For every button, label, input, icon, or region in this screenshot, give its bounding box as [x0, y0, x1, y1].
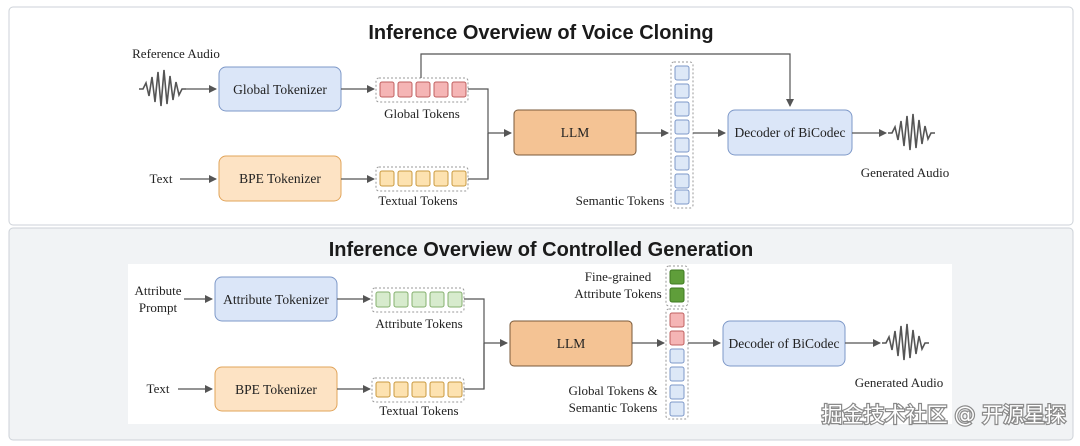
textual-token-row — [379, 170, 467, 187]
text-input-label: Text — [150, 171, 173, 186]
global-semantic-label-line2: Semantic Tokens — [569, 400, 658, 415]
global-tokens-label: Global Tokens — [384, 106, 460, 121]
fine-grained-tokens-group — [665, 265, 689, 307]
top-title: Inference Overview of Voice Cloning — [368, 22, 713, 44]
bottom-bpe-tokenizer-label: BPE Tokenizer — [235, 382, 317, 397]
bottom-generated-audio-label: Generated Audio — [855, 375, 943, 390]
generated-audio-label: Generated Audio — [861, 165, 949, 180]
decoder-label: Decoder of BiCodec — [735, 125, 846, 140]
bottom-textual-tokens-group — [371, 377, 465, 403]
bottom-decoder-label: Decoder of BiCodec — [729, 336, 840, 351]
global-semantic-tokens-group — [665, 308, 689, 420]
llm-label: LLM — [561, 125, 590, 140]
global-token-row — [379, 81, 467, 98]
attribute-token-row — [375, 291, 463, 308]
semantic-tokens-group — [670, 61, 694, 209]
generated-audio-waveform-icon — [888, 113, 935, 151]
bottom-llm-label: LLM — [557, 336, 586, 351]
attribute-prompt-label-line2: Prompt — [139, 300, 178, 315]
bottom-title: Inference Overview of Controlled Generat… — [329, 239, 754, 261]
reference-audio-waveform-icon — [139, 69, 186, 107]
attribute-tokens-label: Attribute Tokens — [375, 316, 462, 331]
reference-audio-label: Reference Audio — [132, 46, 220, 61]
attribute-tokenizer-label: Attribute Tokenizer — [223, 292, 329, 307]
bottom-text-input-label: Text — [147, 381, 170, 396]
bpe-tokenizer-label: BPE Tokenizer — [239, 171, 321, 186]
bottom-textual-tokens-label: Textual Tokens — [379, 403, 458, 418]
attribute-prompt-label-line1: Attribute — [135, 283, 182, 298]
fine-grained-label-line2: Attribute Tokens — [574, 286, 661, 301]
watermark-text: 掘金技术社区 @ 开源星探 — [822, 403, 1066, 427]
bottom-textual-token-row — [375, 381, 463, 398]
global-tokens-group — [375, 77, 469, 103]
bottom-generated-audio-waveform-icon — [882, 323, 929, 361]
global-semantic-token-column — [669, 312, 685, 417]
textual-tokens-group — [375, 166, 469, 192]
global-semantic-label-line1: Global Tokens & — [568, 383, 657, 398]
fine-grained-label-line1: Fine-grained — [585, 269, 652, 284]
semantic-token-column — [674, 65, 690, 205]
attribute-tokens-group — [371, 287, 465, 313]
textual-tokens-label: Textual Tokens — [378, 193, 457, 208]
global-tokenizer-label: Global Tokenizer — [233, 82, 327, 97]
fine-grained-token-column — [669, 269, 685, 303]
semantic-tokens-label: Semantic Tokens — [576, 193, 665, 208]
